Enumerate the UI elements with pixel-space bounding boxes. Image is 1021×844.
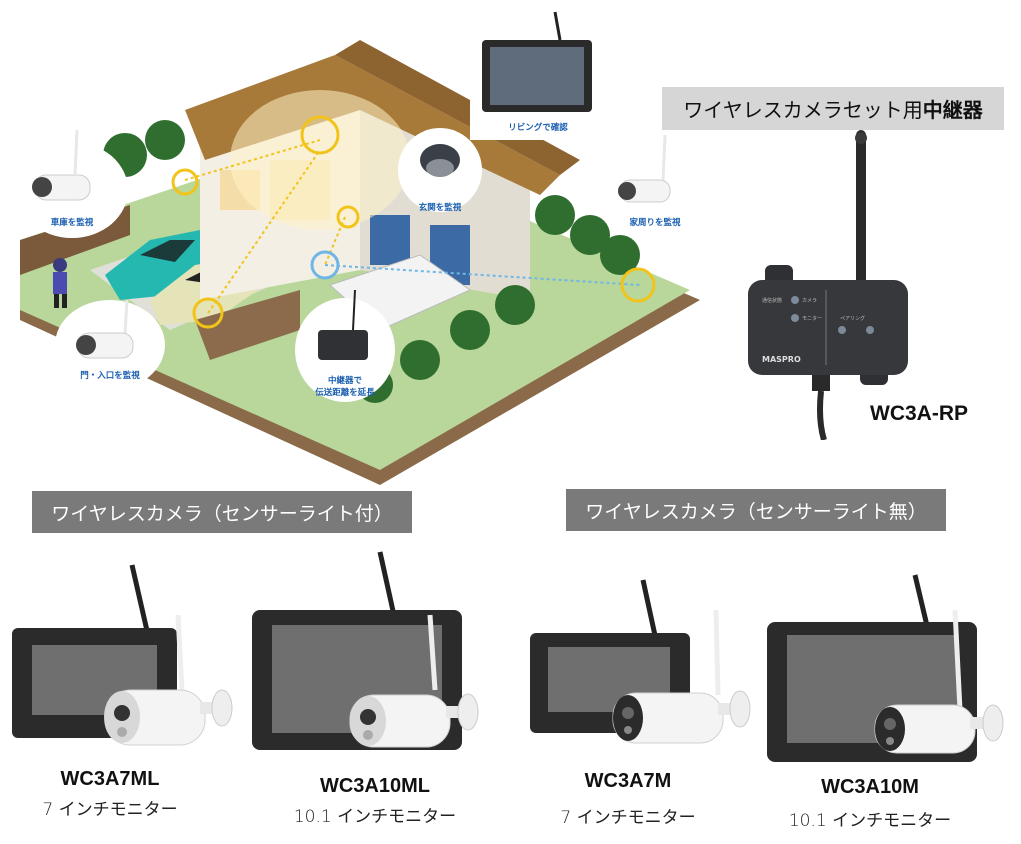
ir-sensor: [886, 737, 894, 745]
camera-mount-base: [211, 689, 233, 727]
camera-lens: [884, 718, 896, 730]
status-camera-led: [791, 296, 799, 304]
bubble-gate: 門・入口を監視: [55, 299, 165, 390]
camera-lens: [622, 707, 634, 719]
sensor-light-section-header: ワイヤレスカメラ（センサーライト付）: [32, 491, 412, 533]
monitor-antenna: [129, 564, 151, 636]
repeater-location-ring: [310, 250, 340, 280]
monitor-antenna: [377, 551, 398, 621]
bubble-repeater: 中継器で 伝送距離を延長: [295, 289, 395, 402]
sensor-light: [117, 727, 127, 737]
camera-mount-base: [729, 690, 751, 728]
repeater-model-name: WC3A-RP: [870, 402, 968, 425]
camera-lens: [114, 705, 130, 721]
label-repeater-line1: 中継器で: [328, 375, 363, 386]
camera-antenna: [427, 614, 438, 691]
camera-antenna: [713, 609, 721, 696]
ir-sensor: [624, 726, 632, 734]
label-entrance: 玄関を監視: [419, 202, 462, 213]
camera-location-rings: [171, 115, 656, 329]
repeater-device-image: 通信状態 カメラ モニター ペアリング MASPRO: [748, 130, 908, 440]
product-description: 7 インチモニター: [560, 808, 696, 828]
car-teal: [105, 230, 215, 300]
repeater-header-bold: 中継器: [922, 98, 983, 122]
repeater-cable: [817, 390, 827, 440]
camera-mount-base: [982, 704, 1004, 742]
repeater-antenna: [856, 130, 866, 290]
product-model: WC3A7M: [584, 770, 672, 792]
status-camera-label: カメラ: [802, 298, 817, 304]
product-model: WC3A10ML: [319, 775, 430, 797]
product-description: 7 インチモニター: [42, 800, 178, 820]
camera-antenna: [175, 614, 185, 691]
label-gate: 門・入口を監視: [80, 370, 140, 381]
camera-antenna: [952, 609, 963, 711]
status-monitor-label: モニター: [802, 315, 822, 322]
product-description: 10.1 インチモニター: [788, 811, 952, 831]
signal-lines-blue: [324, 264, 641, 286]
product-card-wc3a7ml: WC3A7ML 7 インチモニター: [10, 560, 250, 840]
bubble-around-house: 家周りを監視: [605, 134, 705, 235]
intruder-figure: [53, 258, 67, 308]
label-garage: 車庫を監視: [51, 217, 94, 228]
bubble-living: リビングで確認: [470, 11, 610, 140]
product-image: [252, 551, 479, 750]
bubble-garage: 車庫を監視: [16, 129, 128, 238]
monitor-antenna: [640, 579, 659, 641]
product-card-wc3a10ml: WC3A10ML 10.1 インチモニター: [250, 550, 500, 840]
bubble-entrance: 玄関を監視: [398, 128, 482, 213]
monitor-antenna: [912, 574, 931, 631]
repeater-body: [748, 280, 908, 375]
status-monitor-led: [791, 314, 799, 322]
repeater-section-header: ワイヤレスカメラセット用中継器: [662, 87, 1004, 130]
house-security-illustration: 車庫を監視 リビングで確認 玄関を監視 家周りを監視 門・入口を監視 中継器で …: [16, 11, 705, 485]
product-card-wc3a10m: WC3A10M 10.1 インチモニター: [765, 570, 1021, 844]
pairing-camera-led: [838, 326, 846, 334]
repeater-cable-gland: [812, 375, 830, 391]
product-image: [767, 574, 1004, 762]
camera-mount-base: [457, 693, 479, 731]
product-card-wc3a7m: WC3A7M 7 インチモニター: [528, 575, 768, 840]
label-living: リビングで確認: [508, 122, 568, 133]
product-image: [530, 579, 751, 744]
repeater-header-prefix: ワイヤレスカメラセット用: [683, 98, 923, 122]
no-sensor-light-section-header: ワイヤレスカメラ（センサーライト無）: [566, 489, 946, 531]
product-model: WC3A10M: [821, 776, 919, 798]
label-around-house: 家周りを監視: [629, 217, 681, 228]
product-model: WC3A7ML: [60, 768, 160, 790]
label-repeater-line2: 伝送距離を延長: [315, 387, 375, 398]
repeater-status-label: 通信状態: [762, 297, 782, 304]
product-image: [12, 564, 233, 746]
gate-wall: [195, 290, 300, 360]
pairing-label: ペアリング: [840, 315, 865, 322]
repeater-brand-logo: MASPRO: [762, 355, 801, 364]
product-description: 10.1 インチモニター: [293, 807, 457, 827]
pairing-monitor-led: [866, 326, 874, 334]
sensor-light: [363, 730, 373, 740]
camera-lens: [360, 709, 376, 725]
